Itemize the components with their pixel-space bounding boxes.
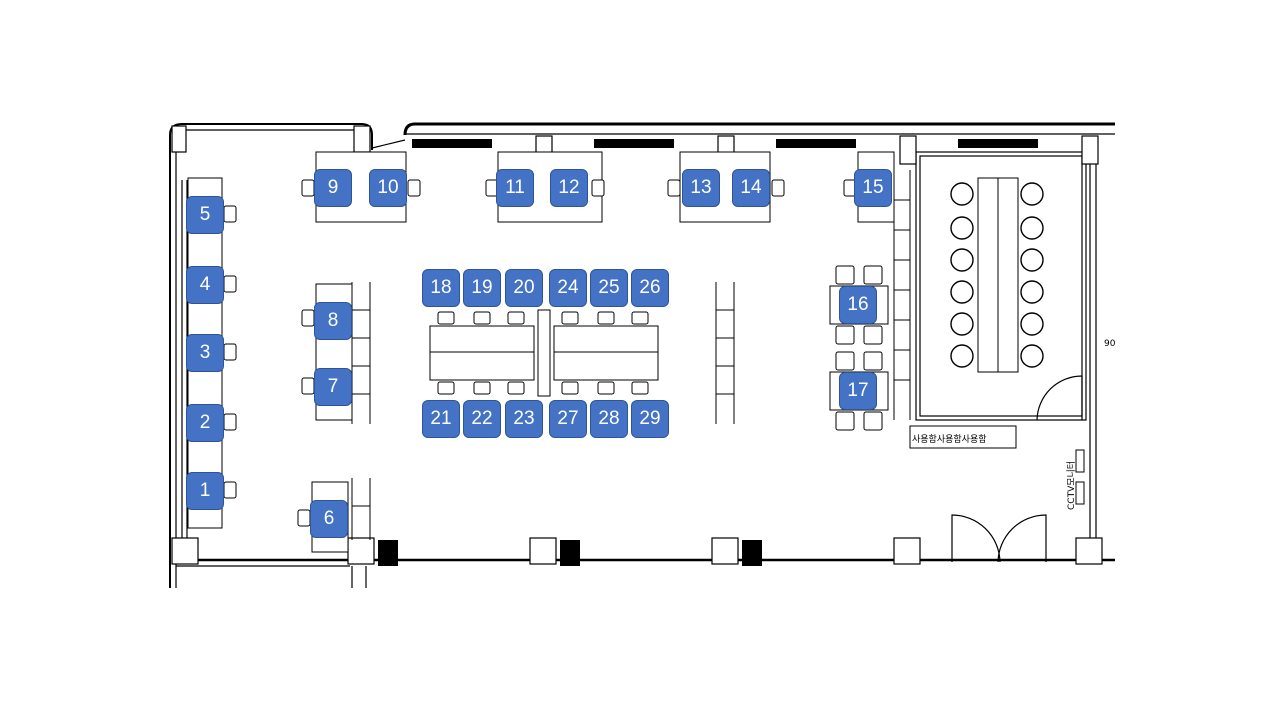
chairs (223, 179, 883, 527)
walls (169, 122, 1115, 588)
seat-marker-15[interactable]: 15 (854, 169, 892, 207)
seat-marker-5[interactable]: 5 (186, 196, 224, 234)
side-label: CCTV모니터 (1066, 461, 1077, 510)
seat-marker-26[interactable]: 26 (631, 269, 669, 307)
storage-label: 사용함사용함사용함 (912, 434, 987, 445)
seat-marker-21[interactable]: 21 (422, 400, 460, 438)
seat-marker-4[interactable]: 4 (186, 266, 224, 304)
seat-marker-9[interactable]: 9 (314, 169, 352, 207)
racks (351, 170, 911, 540)
conference-chairs (950, 182, 1044, 368)
seat-marker-17[interactable]: 17 (839, 372, 877, 410)
rack-shelves (352, 199, 910, 507)
seat-marker-11[interactable]: 11 (496, 169, 534, 207)
seat-marker-27[interactable]: 27 (549, 400, 587, 438)
radiators (378, 139, 1038, 566)
seat-marker-16[interactable]: 16 (839, 286, 877, 324)
seat-marker-19[interactable]: 19 (463, 269, 501, 307)
seat-marker-7[interactable]: 7 (314, 368, 352, 406)
seat-marker-1[interactable]: 1 (186, 472, 224, 510)
seat-marker-25[interactable]: 25 (590, 269, 628, 307)
columns (171, 125, 1103, 565)
seat-marker-23[interactable]: 23 (505, 400, 543, 438)
seat-marker-10[interactable]: 10 (369, 169, 407, 207)
wall-mark: 90 (1104, 339, 1116, 349)
seat-marker-29[interactable]: 29 (631, 400, 669, 438)
seat-marker-14[interactable]: 14 (732, 169, 770, 207)
storage-lockers (909, 425, 1017, 449)
seat-marker-24[interactable]: 24 (549, 269, 587, 307)
seat-marker-13[interactable]: 13 (682, 169, 720, 207)
seat-marker-8[interactable]: 8 (314, 302, 352, 340)
seat-marker-22[interactable]: 22 (463, 400, 501, 438)
seat-marker-12[interactable]: 12 (550, 169, 588, 207)
seat-marker-6[interactable]: 6 (310, 500, 348, 538)
seat-marker-2[interactable]: 2 (186, 404, 224, 442)
seat-marker-28[interactable]: 28 (590, 400, 628, 438)
seat-marker-18[interactable]: 18 (422, 269, 460, 307)
wall-fixtures (1075, 449, 1085, 505)
seat-marker-3[interactable]: 3 (186, 334, 224, 372)
seat-marker-20[interactable]: 20 (505, 269, 543, 307)
